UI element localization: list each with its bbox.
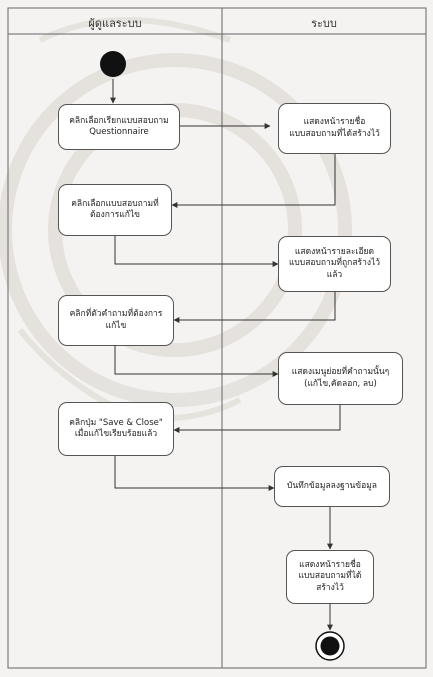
connector-a3-to-a4 (114, 236, 279, 267)
connector-a2-to-a3 (171, 154, 336, 208)
connector-a4-to-a5 (173, 292, 336, 323)
final-node-core (320, 636, 340, 656)
action-show-questionnaire-detail-label: แสดงหน้ารายละเอียด แบบสอบถามที่ถูกสร้างไ… (288, 246, 381, 280)
connector-a6-to-a7 (173, 405, 341, 433)
action-show-question-submenu-label: แสดงเมนูย่อยที่คำถามนั้นๆ (แก้ไข,คัดลอก,… (291, 367, 390, 389)
lane-header-admin: ผู้ดูแลระบบ (88, 17, 142, 30)
connector-a7-to-a8 (114, 456, 275, 491)
action-save-and-close-label: คลิกปุ่ม "Save & Close" เมื่อแก้ไขเรียบร… (69, 417, 163, 439)
action-show-questionnaire-list: แสดงหน้ารายชื่อ แบบสอบถามที่ได้สร้างไว้ (278, 103, 391, 154)
action-show-questionnaire-detail: แสดงหน้ารายละเอียด แบบสอบถามที่ถูกสร้างไ… (278, 236, 391, 292)
action-save-to-database-label: บันทึกข้อมูลลงฐานข้อมูล (286, 480, 378, 491)
action-click-question-label: คลิกที่ตัวคำถามที่ต้องการ แก้ไข (69, 309, 163, 331)
action-show-list-again-label: แสดงหน้ารายชื่อ แบบสอบถามที่ได้ สร้างไว้ (298, 559, 362, 593)
action-show-list-again: แสดงหน้ารายชื่อ แบบสอบถามที่ได้ สร้างไว้ (286, 550, 374, 604)
lane-header-system: ระบบ (311, 17, 337, 30)
action-click-question: คลิกที่ตัวคำถามที่ต้องการ แก้ไข (58, 295, 174, 346)
action-open-questionnaire: คลิกเลือกเรียกแบบสอบถาม Questionnaire (58, 104, 180, 150)
action-show-questionnaire-list-label: แสดงหน้ารายชื่อ แบบสอบถามที่ได้สร้างไว้ (289, 117, 380, 139)
action-save-to-database: บันทึกข้อมูลลงฐานข้อมูล (274, 466, 390, 507)
action-save-and-close: คลิกปุ่ม "Save & Close" เมื่อแก้ไขเรียบร… (58, 402, 174, 456)
action-select-questionnaire-label: คลิกเลือกแบบสอบถามที่ ต้องการแก้ไข (71, 198, 159, 220)
action-select-questionnaire: คลิกเลือกแบบสอบถามที่ ต้องการแก้ไข (58, 184, 172, 236)
action-open-questionnaire-label: คลิกเลือกเรียกแบบสอบถาม Questionnaire (69, 115, 169, 137)
connector-a5-to-a6 (114, 346, 279, 377)
action-show-question-submenu: แสดงเมนูย่อยที่คำถามนั้นๆ (แก้ไข,คัดลอก,… (278, 352, 403, 405)
initial-node (100, 51, 126, 77)
